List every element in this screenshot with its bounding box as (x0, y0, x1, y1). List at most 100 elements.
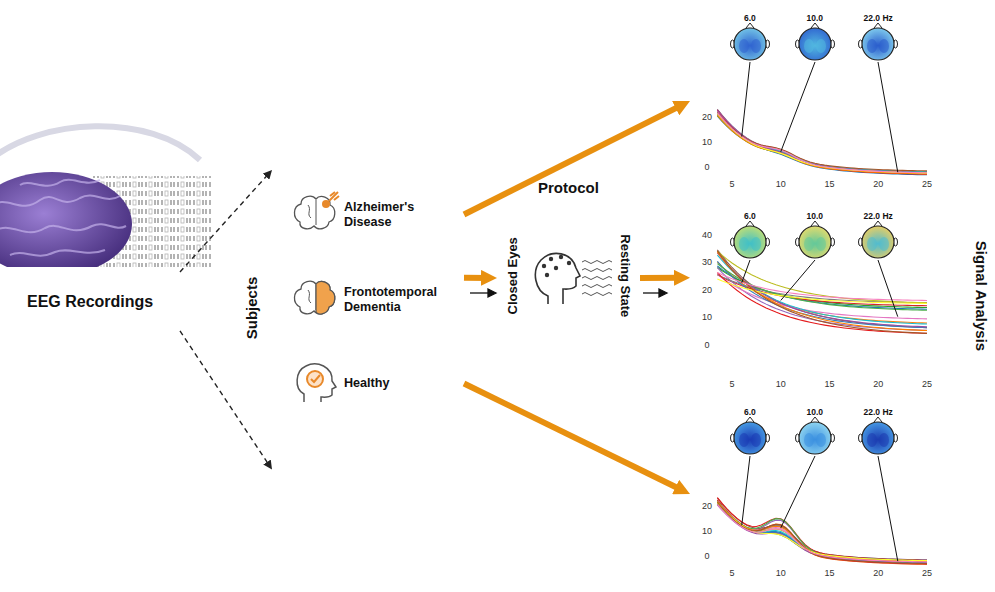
box-outline (286, 177, 464, 252)
topomap-nose (811, 23, 819, 28)
eeg-waves (582, 261, 612, 296)
spectrum-line (717, 113, 927, 174)
box-outline (690, 12, 937, 190)
frequency-label: 10.0 (807, 407, 824, 417)
spectrum-line (717, 111, 927, 175)
box-outline (690, 406, 937, 582)
tick-label: 20 (702, 112, 712, 123)
tick-label: 20 (873, 379, 883, 390)
flow-arrow (464, 275, 489, 281)
topomap-contour (867, 237, 877, 251)
topomap (799, 28, 831, 60)
tick-label: 5 (730, 568, 735, 579)
group-panel: Signal Analysis6.010.022.0 Hz20100510152… (668, 3, 968, 589)
leader-line (878, 62, 898, 172)
leader-line (742, 456, 750, 525)
topomap-contour (879, 39, 889, 53)
brain-shape (0, 172, 132, 267)
leader-line (742, 62, 750, 137)
brain-icon (294, 196, 334, 229)
spectrum-line (717, 502, 927, 564)
topomap-contour (816, 433, 826, 447)
frequency-label: 10.0 (807, 211, 824, 221)
spectrum-plot: 6.010.022.0 Hz403020100510152025 (690, 210, 937, 393)
protocol-label: Closed Eyes (504, 237, 520, 314)
frequency-label: 6.0 (744, 407, 756, 417)
box-outline (668, 3, 968, 589)
brain-gyri (0, 180, 126, 256)
node-label: Frontotemporal Dementia (344, 285, 458, 315)
tick-label: 10 (702, 526, 712, 537)
electrodes (542, 255, 571, 277)
spectrum-line (717, 113, 927, 173)
frequency-label: 22.0 Hz (864, 211, 893, 221)
tick-label: 0 (705, 551, 710, 562)
topomap-nose (874, 417, 882, 422)
tick-label: 10 (776, 568, 786, 579)
tick-label: 15 (825, 568, 835, 579)
topomap-contour (816, 237, 826, 251)
tick-label: 25 (922, 179, 932, 190)
spectrum-drawing (717, 23, 927, 175)
topomap (799, 422, 831, 454)
protocol-heading: Protocol (538, 179, 599, 197)
black-arrows (470, 289, 667, 297)
protocol-label: Resting State (617, 234, 633, 317)
node-label: Alzheimer's Disease (344, 200, 458, 230)
spectrum-line (717, 502, 927, 562)
spectrum-plot: 6.010.022.0 Hz20100510152025 (690, 12, 937, 190)
topomap-contour (751, 433, 761, 447)
spectrum-line (717, 113, 927, 173)
tick-label: 10 (702, 312, 712, 323)
tick-label: 0 (705, 162, 710, 173)
topomap-contour (739, 433, 749, 447)
spectrum-line (717, 110, 927, 174)
topomap-nose (874, 221, 882, 226)
topomap (734, 422, 766, 454)
spectrum-line (717, 500, 927, 564)
ftd-icon (294, 281, 334, 314)
spectrum-line (717, 501, 927, 561)
box-outline (286, 262, 464, 337)
leader-line (781, 456, 815, 528)
topomap (799, 226, 831, 258)
spectrum-line (717, 266, 927, 309)
spectra (717, 23, 927, 564)
spectrum-drawing (717, 417, 927, 564)
frequency-label: 22.0 Hz (864, 407, 893, 417)
topomap-nose (746, 221, 754, 226)
tick-label: 20 (702, 285, 712, 296)
topomap-contour (804, 39, 814, 53)
topomap-contour (804, 237, 814, 251)
tick-label: 10 (702, 137, 712, 148)
spectrum-line (717, 504, 927, 561)
check-circle (307, 371, 323, 387)
spectrum-line (717, 264, 927, 311)
flow-arrow (464, 105, 683, 215)
flow-arrow (640, 275, 682, 281)
spectrum-line (717, 261, 927, 327)
spectrum-line (717, 109, 927, 172)
panel-heading: Signal Analysis (972, 241, 990, 351)
spectrum-line (717, 503, 927, 561)
tick-label: 5 (730, 379, 735, 390)
tick-label: 40 (702, 230, 712, 241)
spectrum-line (717, 253, 927, 327)
topomap-contour (867, 433, 877, 447)
spectrum-line (717, 251, 927, 303)
tick-label: 20 (873, 568, 883, 579)
topomap-contour (739, 237, 749, 251)
frequency-label: 10.0 (807, 13, 824, 23)
spectrum-line (717, 502, 927, 563)
spectrum-drawing (717, 221, 927, 333)
flow-arrow (464, 384, 683, 491)
tick-label: 15 (825, 379, 835, 390)
topomap-contour (804, 433, 814, 447)
spectrum-line (717, 273, 927, 334)
topomap-nose (874, 23, 882, 28)
head-profile (297, 364, 336, 402)
topomap (862, 226, 894, 258)
leader-line (878, 260, 898, 317)
tick-label: 20 (702, 501, 712, 512)
node-label: EEG Recordings (27, 292, 153, 311)
